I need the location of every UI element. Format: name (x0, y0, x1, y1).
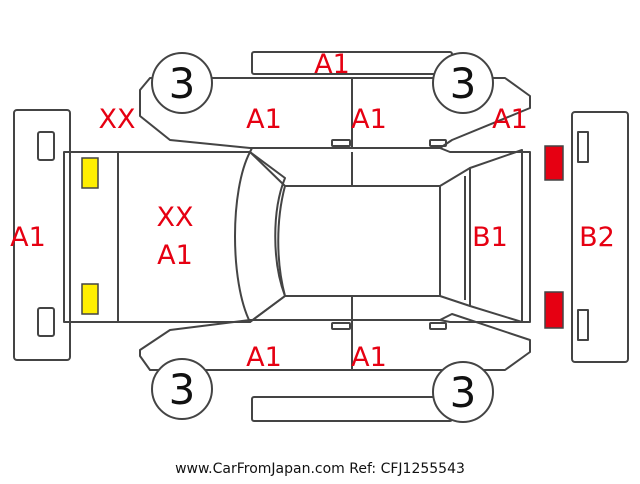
wheel-label-bottom-right: 3 (450, 368, 477, 417)
bottom-roof-strip (251, 396, 453, 422)
front-bumper-panel (13, 109, 71, 361)
wheel-bottom-right (432, 361, 494, 423)
wheel-label-top-right: 3 (450, 59, 477, 108)
lower-door-handle-rear (429, 322, 447, 330)
roof-rail-front-bottom (249, 295, 286, 323)
top-roof-strip (251, 51, 453, 75)
label-rear-left-door: A1 (351, 104, 387, 135)
label-tailgate: B1 (472, 222, 508, 253)
rear-window-outline (469, 149, 523, 323)
wheel-label-top-left: 3 (169, 59, 196, 108)
lower-door-handle-front (331, 322, 351, 330)
upper-door-handle-front (331, 139, 351, 147)
cabin-roof (277, 185, 441, 297)
label-hood-line1: XX (157, 202, 194, 233)
rear-bumper-bracket-bottom (577, 309, 589, 341)
front-bumper-slot-top (37, 131, 55, 161)
label-rear-right-door: A1 (351, 342, 387, 373)
label-front-left-door: A1 (246, 104, 282, 135)
wheel-label-bottom-left: 3 (169, 365, 196, 414)
roof-rail-rear-top (439, 167, 471, 187)
wheel-top-right (432, 52, 494, 114)
front-bumper-slot-bottom (37, 307, 55, 337)
lower-side-body (139, 313, 531, 371)
label-rear-left-corner: A1 (492, 104, 528, 135)
taillight-top (544, 145, 564, 181)
upper-side-body (139, 77, 531, 149)
label-front-bumper: A1 (10, 222, 46, 253)
wheel-top-left (151, 52, 213, 114)
label-front-right-door: A1 (246, 342, 282, 373)
wheel-bottom-left (151, 358, 213, 420)
footer-reference: www.CarFromJapan.com Ref: CFJ1255543 (175, 461, 465, 477)
roof-rail-front-top (249, 151, 286, 187)
label-rear-bumper: B2 (579, 222, 615, 253)
upper-door-handle-rear (429, 139, 447, 147)
label-front-left-corner: XX (99, 104, 136, 135)
label-roof: A1 (314, 49, 350, 80)
taillight-bottom (544, 291, 564, 329)
rear-bumper-bracket-top (577, 131, 589, 163)
headlight-bottom (81, 283, 99, 315)
roof-rail-rear-bottom (439, 295, 471, 307)
label-hood-line2: A1 (157, 240, 193, 271)
rear-bumper-panel (571, 111, 629, 363)
headlight-top (81, 157, 99, 189)
